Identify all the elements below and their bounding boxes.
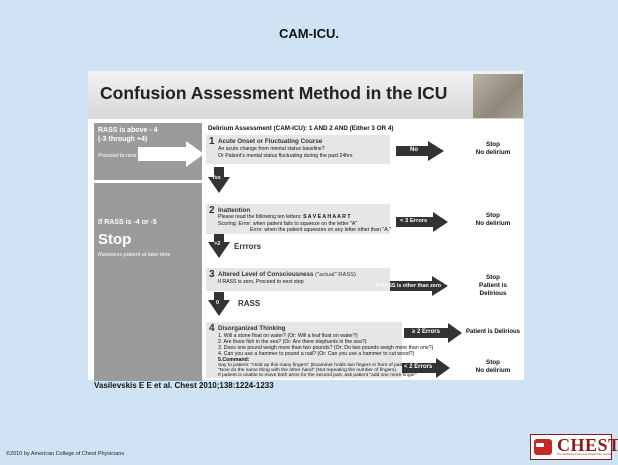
step2-title: Inattention: [218, 207, 251, 214]
step3-box: [206, 268, 390, 291]
step4-lower-arrow: [400, 358, 450, 378]
step1-result: Stop No delirium: [475, 141, 511, 156]
step2-result: Stop No delirium: [475, 212, 511, 227]
step3-down-arrow: [208, 292, 230, 316]
step2-down-label: >2: [214, 241, 221, 247]
sidebar-rass-above-line2: (-3 through +4): [98, 136, 148, 143]
step4-command-label: 5.Command:: [218, 357, 250, 363]
step2-errors-label: < 3 Errors: [400, 218, 428, 224]
chest-logo-text: CHEST: [557, 435, 618, 455]
sidebar-rass-above-line1: RASS is above - 4: [98, 127, 158, 134]
step1-no-label: No: [410, 147, 418, 153]
step4-title: Disorganized Thinking: [218, 325, 286, 332]
step3-other-label: If RASS is other than zero: [376, 283, 442, 289]
step3-title: Altered Level of Consciousness ("actual"…: [218, 271, 356, 278]
step3-line: If RASS is zero, Proceed to next step: [218, 279, 304, 285]
banner-artwork-image: [473, 74, 523, 118]
step2-scoring: Error: when the patient squeezes on any …: [250, 227, 391, 233]
flow-arrows: [138, 141, 462, 378]
step1-number: 1: [209, 136, 215, 147]
step4-upper-arrow: [404, 323, 462, 343]
chest-logo[interactable]: CHEST The Cardiopulmonary and Critical C…: [530, 434, 618, 460]
sidebar-stop-label: Stop: [98, 231, 132, 248]
step2-scoring: Scoring: Error: when patient fails to sq…: [218, 221, 358, 227]
step4-question: 4. Can you use a hammer to pound a nail?…: [218, 351, 415, 357]
step2-letters: S A V E A H A A R T: [303, 214, 351, 220]
step4-box: [206, 322, 402, 378]
step4-number: 4: [209, 323, 215, 334]
step3-number: 3: [209, 269, 215, 280]
chest-logo-tagline: The Cardiopulmonary and Critical Care Jo…: [557, 453, 612, 456]
sidebar-rass-low-line1: If RASS is -4 or -5: [98, 219, 157, 226]
step4-question: 3. Does one pound weigh more than two po…: [218, 345, 434, 351]
page-title: CAM-ICU.: [279, 26, 339, 41]
step4-result-lower: Stop No delirium: [475, 359, 511, 374]
step1-title: Acute Onset or Fluctuating Course: [218, 138, 323, 145]
step2-result-box: [464, 210, 522, 232]
step3-result: Stop Patient is Delirious: [479, 274, 507, 297]
step4-upper-label: ≥ 2 Errors: [412, 329, 440, 335]
citation: Vasilevskis E E et al. Chest 2010;138:12…: [94, 381, 274, 390]
step4-command-line: Say to patient: "Hold up this many finge…: [218, 363, 411, 368]
chest-logo-icon: [534, 439, 552, 455]
step3-down-label: 0: [216, 300, 220, 306]
step3-title-suffix: ("actual" RASS): [313, 272, 356, 278]
step2-number: 2: [209, 205, 215, 216]
step3-title-text: Altered Level of Consciousness: [218, 271, 314, 278]
step4-lower-label: < 2 Errors: [404, 364, 433, 370]
step1-yes-label: Yes: [212, 175, 221, 181]
step1-line: An acute change from mental status basel…: [218, 146, 325, 152]
step4-command-line: "Now do the same thing with the other ha…: [218, 368, 398, 373]
step2-box: [206, 204, 390, 234]
sidebar-reassess-note: Reassess patient at later time: [98, 252, 171, 258]
step1-no-arrow: [396, 141, 444, 161]
step3-down-text: RASS: [238, 299, 261, 308]
step4-command-line: If patient is unable to move both arms f…: [218, 373, 417, 378]
slide-banner: Confusion Assessment Method in the ICU: [88, 71, 524, 119]
step2-instruction: Please read the following ten letters: S…: [218, 214, 351, 220]
step2-errors-arrow: [396, 212, 448, 232]
step2-instruction-text: Please read the following ten letters:: [218, 214, 304, 220]
step1-result-box: [464, 139, 522, 161]
assessment-header: Delirium Assessment (CAM-ICU): 1 AND 2 A…: [208, 125, 394, 132]
step2-down-text: Errrors: [234, 242, 262, 251]
chest-logo-icon-detail: [536, 443, 544, 447]
step1-box: [206, 135, 390, 164]
step4-question: 2. Are there fish in the sea? (Or: Are t…: [218, 339, 367, 345]
slide-title: Confusion Assessment Method in the ICU: [100, 83, 448, 103]
step3-result-box: [464, 273, 522, 301]
step3-other-arrow: [380, 276, 448, 296]
step4-question: 1. Will a stone float on water? (Or: Wil…: [218, 333, 358, 339]
sidebar-proceed-note: Proceed to next Step: [98, 153, 150, 159]
step4-result-upper: Patient is Delirious: [465, 329, 520, 335]
step2-down-arrow: [208, 234, 230, 258]
step1-line: Or Patient's mental status fluctuating d…: [218, 153, 353, 159]
step1-yes-arrow: [208, 167, 230, 193]
slide: Confusion Assessment Method in the ICU R…: [88, 71, 524, 381]
proceed-arrow: [138, 141, 204, 167]
sidebar-rass-low: [94, 183, 202, 381]
copyright: ©2010 by American College of Chest Physi…: [6, 451, 125, 457]
